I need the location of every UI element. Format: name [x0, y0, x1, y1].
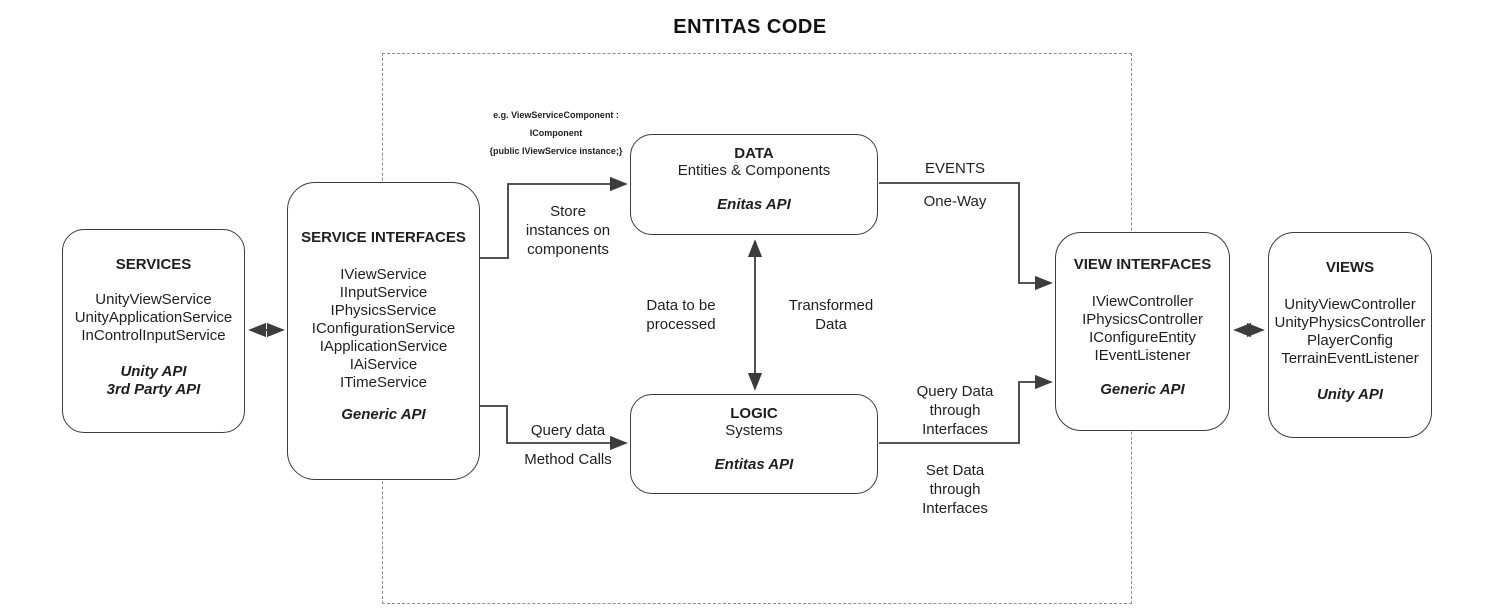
list-item: TerrainEventListener: [1281, 350, 1419, 367]
list-item: IInputService: [339, 284, 428, 301]
list-item: IApplicationService: [319, 338, 448, 355]
list-item: IViewService: [340, 266, 427, 283]
list-item: IPhysicsService: [330, 302, 437, 319]
service-interfaces-api-label: Generic API: [341, 406, 426, 423]
view-interfaces-box: VIEW INTERFACES IViewController IPhysics…: [1055, 232, 1230, 431]
services-items: UnityViewService UnityApplicationService…: [75, 291, 233, 345]
method-calls-label: Method Calls: [524, 451, 612, 468]
services-box: SERVICES UnityViewService UnityApplicati…: [62, 229, 245, 433]
logic-api-label: Entitas API: [714, 456, 794, 473]
one-way-label: One-Way: [923, 193, 987, 210]
views-title: VIEWS: [1325, 259, 1375, 276]
logic-box: LOGIC Systems Entitas API: [630, 394, 878, 494]
list-item: UnityViewController: [1284, 296, 1416, 313]
list-item: PlayerConfig: [1307, 332, 1393, 349]
data-api-label: Enitas API: [717, 196, 791, 213]
diagram-title: ENTITAS CODE: [673, 16, 827, 38]
views-items: UnityViewController UnityPhysicsControll…: [1275, 296, 1426, 368]
services-api-label: Unity API 3rd Party API: [106, 363, 201, 398]
transformed-data-label: Transformed Data: [788, 297, 874, 333]
logic-subtitle: Systems: [725, 422, 783, 439]
service-interfaces-title: SERVICE INTERFACES: [301, 229, 466, 246]
list-item: IAiService: [349, 356, 418, 373]
logic-title: LOGIC: [730, 405, 778, 422]
service-interfaces-box: SERVICE INTERFACES IViewService IInputSe…: [287, 182, 480, 480]
list-item: UnityViewService: [95, 291, 212, 308]
service-interfaces-items: IViewService IInputService IPhysicsServi…: [312, 266, 455, 392]
events-label: EVENTS: [924, 160, 985, 177]
views-box: VIEWS UnityViewController UnityPhysicsCo…: [1268, 232, 1432, 438]
list-item: IConfigurationService: [311, 320, 456, 337]
list-item: IEventListener: [1094, 347, 1191, 364]
list-item: IPhysicsController: [1082, 311, 1203, 328]
list-item: UnityApplicationService: [74, 309, 233, 326]
view-interfaces-api-label: Generic API: [1100, 381, 1185, 398]
component-code-example: e.g. ViewServiceComponent : IComponent {…: [489, 110, 623, 156]
data-to-be-processed-label: Data to be processed: [646, 297, 716, 333]
list-item: IViewController: [1091, 293, 1194, 310]
set-data-through-interfaces-label: Set Data through Interfaces: [922, 462, 988, 517]
list-item: IConfigureEntity: [1089, 329, 1196, 346]
query-data-label: Query data: [530, 422, 606, 439]
views-api-label: Unity API: [1316, 386, 1384, 403]
query-data-through-interfaces-label: Query Data through Interfaces: [916, 383, 994, 438]
list-item: InControlInputService: [81, 327, 226, 344]
view-interfaces-title: VIEW INTERFACES: [1073, 256, 1212, 273]
services-title: SERVICES: [115, 256, 192, 273]
view-interfaces-items: IViewController IPhysicsController IConf…: [1082, 293, 1203, 365]
data-title: DATA: [734, 145, 774, 162]
list-item: ITimeService: [340, 374, 427, 391]
data-box: DATA Entities & Components Enitas API: [630, 134, 878, 235]
data-subtitle: Entities & Components: [677, 162, 831, 179]
list-item: UnityPhysicsController: [1274, 314, 1426, 331]
store-instances-label: Store instances on components: [525, 203, 611, 258]
